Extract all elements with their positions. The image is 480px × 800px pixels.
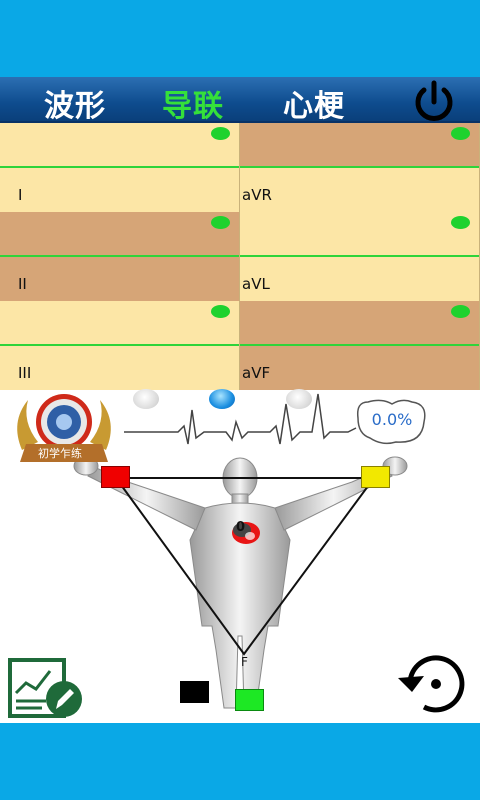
heart-label: 0 <box>236 520 246 535</box>
foot-label: F <box>241 655 248 669</box>
lead-label: I <box>18 186 23 204</box>
trace-baseline <box>0 255 239 257</box>
electrode-left-leg[interactable] <box>235 689 264 711</box>
nav-bar: 波形 导联 心梗 <box>0 77 480 124</box>
bottom-area <box>0 723 480 800</box>
tab-leads[interactable]: 导联 <box>162 89 224 124</box>
lead-cell-iii[interactable]: III <box>0 301 240 390</box>
tab-infarct[interactable]: 心梗 <box>283 89 345 124</box>
lead-cell-avf[interactable]: aVF <box>240 301 480 390</box>
lead-label: II <box>18 275 27 293</box>
status-area <box>0 0 480 77</box>
einthoven-triangle <box>114 477 376 656</box>
electrode-left-arm[interactable] <box>361 466 390 488</box>
reset-icon[interactable] <box>394 652 470 714</box>
report-edit-icon[interactable] <box>6 657 86 719</box>
lead-cell-i[interactable]: I <box>0 123 240 212</box>
trace-baseline <box>240 344 479 346</box>
lead-cell-avr[interactable]: aVR <box>240 123 480 212</box>
signal-indicator-icon <box>211 127 230 140</box>
pager-dot[interactable] <box>133 389 159 409</box>
lead-label: aVR <box>242 186 272 204</box>
trace-baseline <box>0 344 239 346</box>
tab-waveform[interactable]: 波形 <box>44 89 106 124</box>
rank-badge-icon <box>17 394 111 462</box>
progress-percent: 0.0% <box>371 410 413 429</box>
lead-label: aVF <box>242 364 271 382</box>
rank-label: 初学乍练 <box>38 447 82 460</box>
lead-cell-ii[interactable]: II <box>0 212 240 301</box>
signal-indicator-icon <box>451 216 470 229</box>
electrode-right-leg[interactable] <box>180 681 209 703</box>
lead-label: aVL <box>242 275 270 293</box>
body-figure <box>73 393 408 709</box>
trace-baseline <box>240 166 479 168</box>
trace-baseline <box>0 166 239 168</box>
human-silhouette <box>73 456 408 709</box>
progress-bubble <box>356 399 426 445</box>
signal-indicator-icon <box>451 305 470 318</box>
heart-icon <box>232 522 260 544</box>
signal-indicator-icon <box>211 216 230 229</box>
lead-label: III <box>18 364 32 382</box>
lead-cell-avl[interactable]: aVL <box>240 212 480 301</box>
ecg-trace <box>124 393 357 445</box>
power-icon[interactable] <box>408 80 460 122</box>
pager-dot[interactable] <box>286 389 312 409</box>
signal-indicator-icon <box>451 127 470 140</box>
signal-indicator-icon <box>211 305 230 318</box>
electrode-right-arm[interactable] <box>101 466 130 488</box>
lead-grid: I aVR II aVL III aVF <box>0 123 480 390</box>
trace-baseline <box>240 255 479 257</box>
pager-dot-active[interactable] <box>209 389 235 409</box>
